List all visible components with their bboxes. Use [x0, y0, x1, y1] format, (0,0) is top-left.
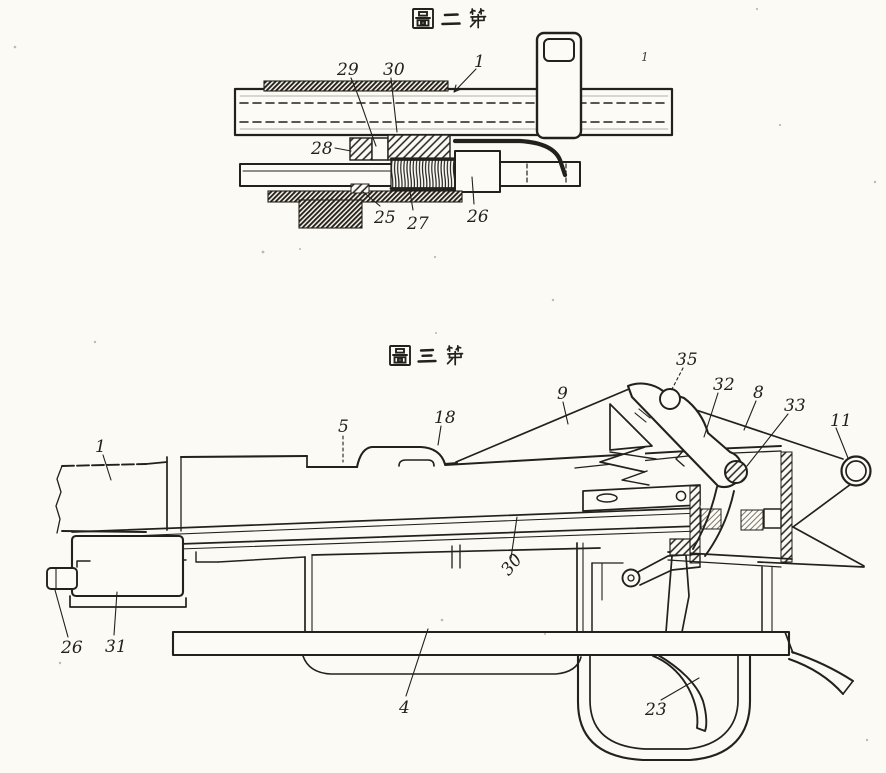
- gas-tube-bend: [452, 138, 568, 178]
- hammer-group: [609, 382, 748, 557]
- rear-assembly: [667, 403, 872, 633]
- under-barrel-mechanism: [239, 134, 581, 229]
- buffer-block-c: [763, 508, 782, 529]
- leader-line-29: [350, 77, 377, 147]
- rear-wall-hatched: [780, 451, 793, 563]
- scan-noise: [13, 7, 877, 742]
- gas-cylinder-block-31: [70, 534, 185, 598]
- hammer-strut: [692, 486, 718, 550]
- leader-line-25: [361, 190, 381, 207]
- part-label-1b: 1: [641, 50, 649, 64]
- leader-line-26: [471, 176, 475, 205]
- part-label-1: 1: [95, 437, 106, 457]
- leader-line-4: [405, 628, 429, 697]
- part-label-26: 26: [466, 207, 489, 227]
- part-label-18: 18: [434, 408, 456, 428]
- leader-line-1: [453, 68, 477, 93]
- front-sight-block: [535, 31, 583, 140]
- leader-line-1: [102, 454, 112, 481]
- sear-bar: [582, 484, 701, 512]
- barrel-outline: [233, 87, 674, 137]
- floor-and-guard: [171, 630, 854, 762]
- sear-bar-hole: [675, 490, 687, 502]
- barrel-section: [233, 80, 674, 137]
- leader-line-28: [334, 147, 352, 152]
- box-top-edge: [311, 547, 601, 556]
- part-label-9: 9: [557, 384, 568, 404]
- part-label-25: 25: [373, 208, 396, 228]
- trigger-guard-inner: [589, 655, 739, 750]
- sear-and-trigger-upper: [591, 538, 701, 633]
- trigger-23: [652, 654, 708, 732]
- part-label-33: 33: [784, 396, 806, 416]
- barrel-break-edge: [55, 465, 63, 534]
- sear-pivot: [621, 568, 641, 588]
- part-label-35: 35: [676, 350, 698, 370]
- part-label-11: 11: [830, 411, 852, 431]
- receiver-top-edge: [179, 454, 309, 459]
- lock-piece-25: [350, 183, 370, 194]
- block-28-hatched: [349, 137, 373, 161]
- charging-rod-26: [46, 567, 78, 590]
- hammer-32: [626, 382, 744, 489]
- figure-2: 29 30 1 1 28 25 27 26: [233, 7, 674, 234]
- hammer-roller-35: [659, 388, 681, 410]
- part-label-1: 1: [474, 52, 485, 72]
- piston-rod: [499, 161, 581, 187]
- gas-block-bracket: [69, 595, 187, 608]
- guide-rod: [239, 163, 393, 187]
- leader-line-31: [113, 591, 118, 636]
- part-label-32: 32: [713, 375, 735, 395]
- hammer-pin-33: [724, 460, 748, 484]
- figure2-labels: 29 30 1 1 28 25 27 26: [310, 50, 649, 234]
- figure-3: 1 5 18 9 35 32 8 33 11 26 31 30 4: [46, 344, 872, 762]
- leader-line-27: [409, 191, 414, 211]
- leader-line-33: [746, 413, 789, 467]
- leader-line-30: [510, 516, 518, 559]
- bolt-fork: [599, 446, 646, 473]
- leader-line-11: [835, 427, 849, 459]
- part-label-27: 27: [406, 214, 429, 234]
- leader-line-18: [437, 425, 442, 446]
- block-30-hatched: [387, 134, 451, 161]
- spring-guide-9: [455, 388, 630, 463]
- grip-front-line: [791, 651, 854, 682]
- part-label-29: 29: [336, 60, 359, 80]
- bolt-rear-wedge: [609, 403, 653, 451]
- trigger-link-hatched: [669, 538, 691, 556]
- sight-base-hump-18: [355, 445, 447, 469]
- lower-receiver: [46, 534, 601, 634]
- leader-line-32: [703, 392, 719, 438]
- part-label-4: 4: [398, 698, 410, 718]
- leader-line-9: [562, 401, 569, 425]
- upper-receiver: [55, 388, 689, 534]
- leader-line-23: [660, 677, 700, 701]
- sight-window: [543, 38, 575, 62]
- part-label-8: 8: [753, 383, 764, 403]
- piston-26: [454, 150, 501, 193]
- part-label-28: 28: [310, 139, 333, 159]
- mid-wall-hatched: [689, 485, 701, 564]
- leader-line-26: [54, 589, 69, 638]
- spring-27: [390, 157, 456, 191]
- part-label-26: 26: [60, 638, 83, 658]
- lower-block-hatched: [298, 199, 363, 229]
- part-label-31: 31: [105, 637, 127, 657]
- floor-plate: [171, 630, 791, 657]
- operating-rod-30: [71, 484, 701, 551]
- leader-line-35: [670, 367, 684, 392]
- sear-bar-slot: [596, 493, 618, 503]
- trigger-guard-outer: [576, 654, 752, 762]
- figure2-title: [412, 7, 487, 29]
- part-label-30: 30: [383, 60, 405, 80]
- part-label-23: 23: [644, 700, 667, 720]
- leader-line-8: [743, 400, 757, 431]
- buffer-block-b: [740, 509, 764, 531]
- leader-line-30: [390, 77, 398, 133]
- figure3-title: [389, 344, 464, 366]
- link-8: [677, 403, 844, 460]
- part-label-5: 5: [338, 417, 349, 437]
- floor-plate-lip: [302, 655, 582, 675]
